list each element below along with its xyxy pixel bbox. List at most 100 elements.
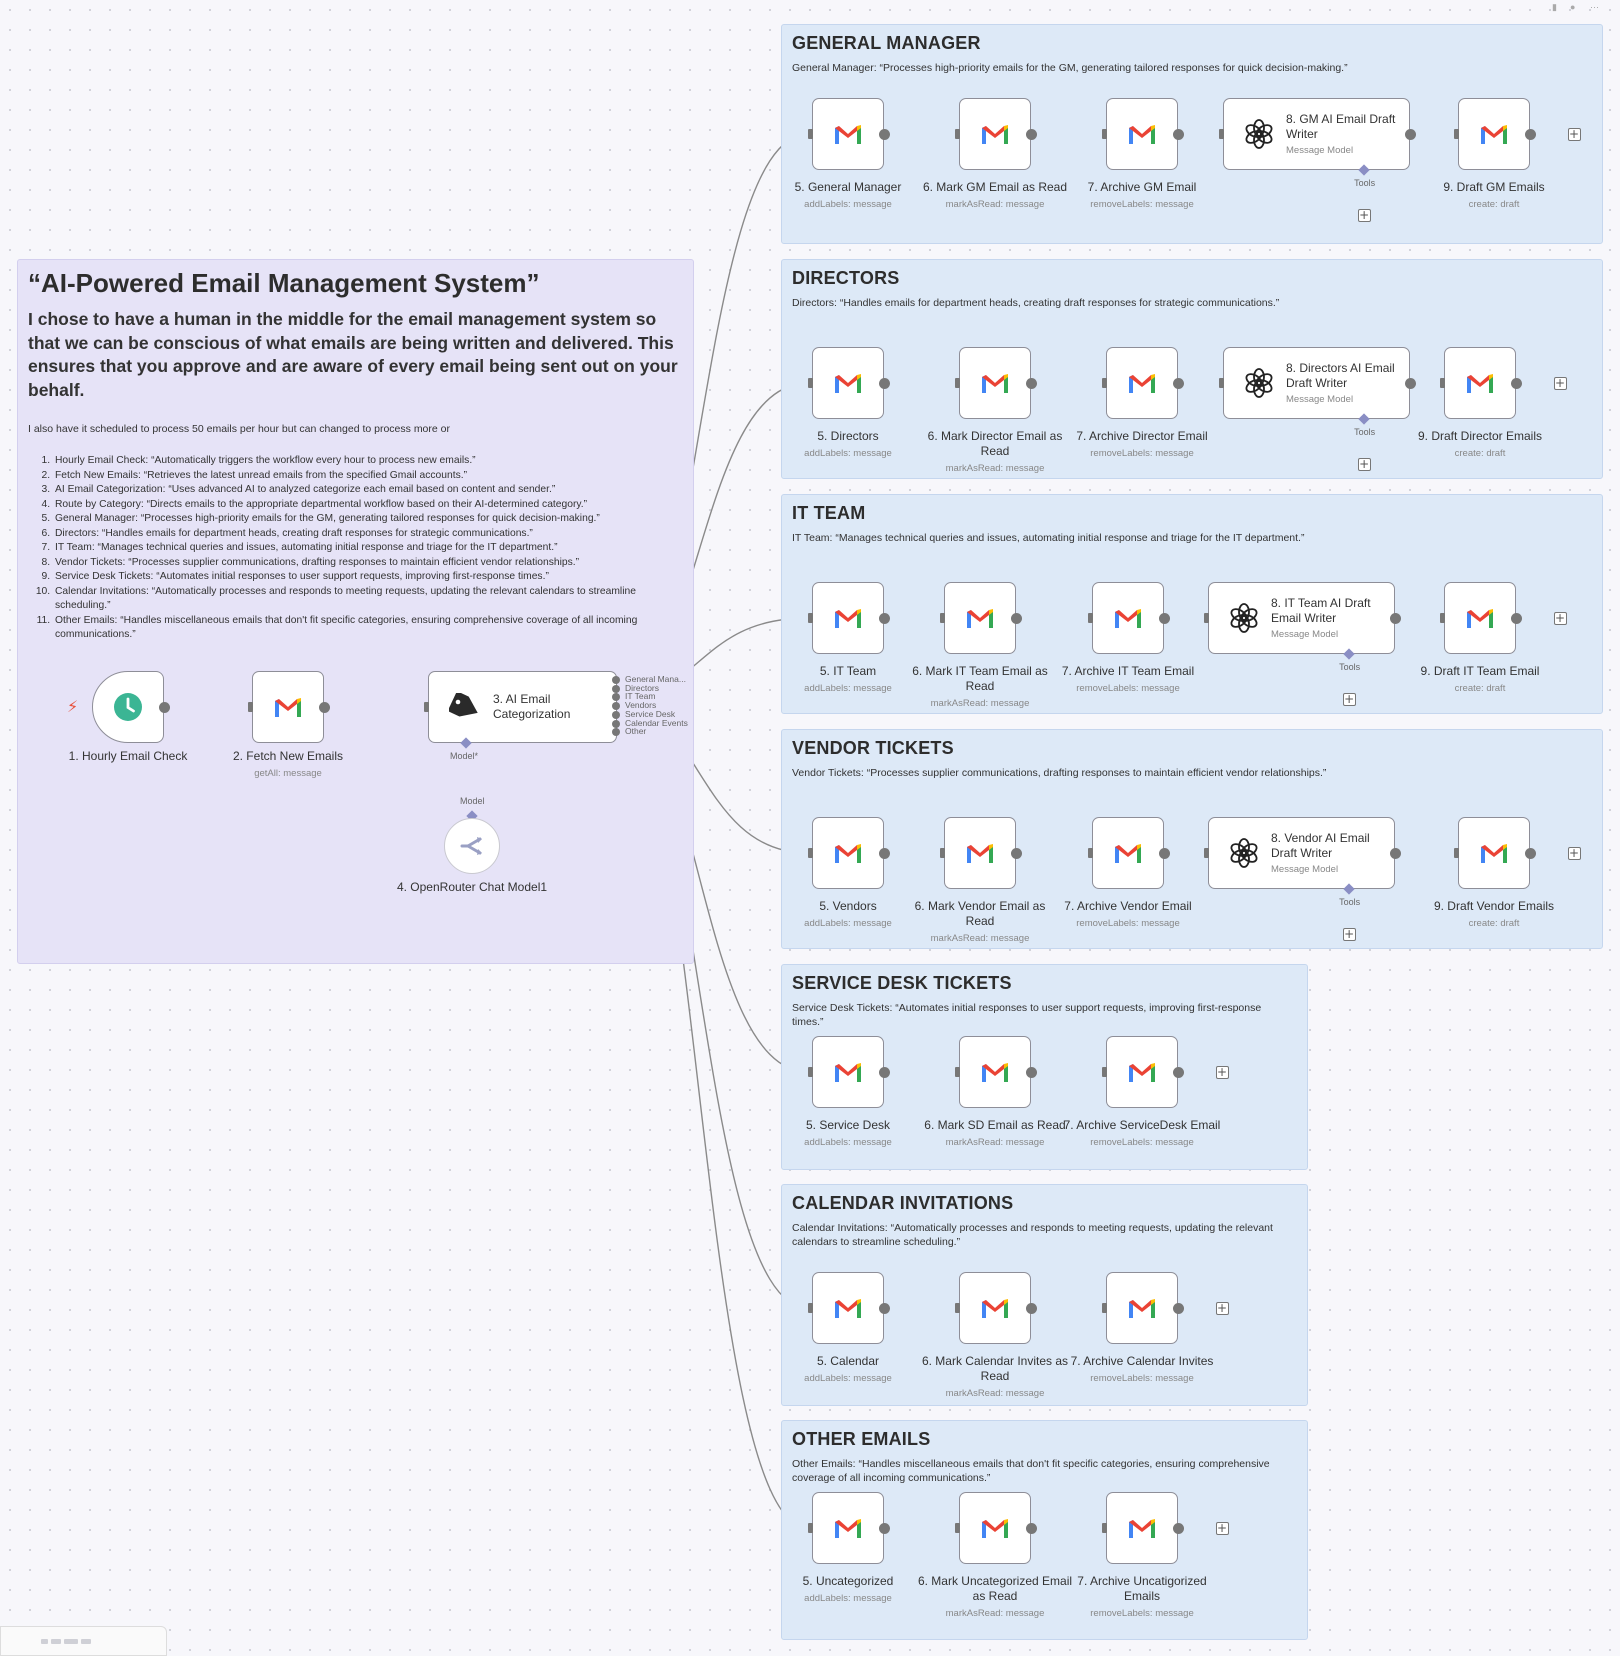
gmail-node[interactable] [944, 582, 1016, 654]
color-icon[interactable]: ● [1570, 2, 1576, 12]
input-port[interactable] [1102, 129, 1107, 139]
classifier-output-port[interactable] [612, 702, 620, 711]
gmail-node[interactable] [252, 671, 324, 743]
main-description-note[interactable]: “AI-Powered Email Management System” I c… [17, 259, 694, 964]
gmail-node[interactable] [944, 817, 1016, 889]
gmail-node[interactable] [1106, 347, 1178, 419]
add-node-button[interactable]: + [1567, 846, 1581, 860]
input-port[interactable] [955, 378, 960, 388]
input-port[interactable] [1204, 848, 1209, 858]
input-port[interactable] [1219, 378, 1224, 388]
add-node-button[interactable]: + [1567, 127, 1581, 141]
input-port[interactable] [808, 378, 813, 388]
input-port[interactable] [955, 1303, 960, 1313]
text-classifier-node[interactable]: 3. AI Email Categorization [428, 671, 617, 743]
openrouter-model-node[interactable] [444, 818, 500, 874]
more-icon[interactable]: ⋯ [1590, 2, 1599, 12]
input-port[interactable] [1204, 613, 1209, 623]
gmail-node[interactable] [1092, 582, 1164, 654]
input-port[interactable] [808, 1523, 813, 1533]
input-port[interactable] [1102, 1067, 1107, 1077]
minimap[interactable] [0, 1626, 167, 1656]
output-port[interactable] [1010, 612, 1022, 624]
input-port[interactable] [1454, 848, 1459, 858]
output-port[interactable] [318, 701, 330, 713]
output-port[interactable] [1158, 847, 1170, 859]
input-port[interactable] [1219, 129, 1224, 139]
output-port[interactable] [158, 701, 170, 713]
input-port[interactable] [940, 613, 945, 623]
classifier-output-port[interactable] [612, 728, 620, 737]
gmail-node[interactable] [1106, 1272, 1178, 1344]
gmail-node[interactable] [959, 98, 1031, 170]
gmail-node[interactable] [812, 98, 884, 170]
gmail-node[interactable] [1106, 1036, 1178, 1108]
classifier-output-port[interactable] [612, 693, 620, 702]
gmail-node[interactable] [1106, 1492, 1178, 1564]
gmail-node[interactable] [959, 1492, 1031, 1564]
output-port[interactable] [878, 377, 890, 389]
output-port[interactable] [878, 1302, 890, 1314]
input-port[interactable] [955, 1523, 960, 1533]
output-port[interactable] [1025, 1522, 1037, 1534]
schedule-trigger-node[interactable] [92, 671, 164, 743]
input-port[interactable] [808, 129, 813, 139]
input-port[interactable] [1454, 129, 1459, 139]
add-node-button[interactable]: + [1342, 692, 1356, 706]
output-port[interactable] [1389, 847, 1401, 859]
classifier-output-port[interactable] [612, 719, 620, 728]
classifier-output-port[interactable] [612, 676, 620, 684]
output-port[interactable] [1404, 377, 1416, 389]
output-port[interactable] [1172, 128, 1184, 140]
input-port[interactable] [248, 702, 253, 712]
output-port[interactable] [1510, 377, 1522, 389]
trash-icon[interactable]: ▮ [1552, 2, 1557, 12]
output-port[interactable] [1389, 612, 1401, 624]
add-node-button[interactable]: + [1215, 1301, 1229, 1315]
add-node-button[interactable]: + [1342, 927, 1356, 941]
output-port[interactable] [878, 1522, 890, 1534]
gmail-node[interactable] [812, 1036, 884, 1108]
output-port[interactable] [1025, 377, 1037, 389]
gmail-node[interactable] [812, 347, 884, 419]
output-port[interactable] [878, 847, 890, 859]
gmail-node[interactable] [1458, 817, 1530, 889]
output-port[interactable] [1025, 1302, 1037, 1314]
add-node-button[interactable]: + [1553, 611, 1567, 625]
output-port[interactable] [878, 612, 890, 624]
input-port[interactable] [1440, 613, 1445, 623]
gmail-node[interactable] [1444, 347, 1516, 419]
output-port[interactable] [1524, 847, 1536, 859]
gmail-node[interactable] [959, 1272, 1031, 1344]
output-port[interactable] [1510, 612, 1522, 624]
input-port[interactable] [1088, 848, 1093, 858]
input-port[interactable] [1102, 378, 1107, 388]
output-port[interactable] [1172, 1302, 1184, 1314]
output-port[interactable] [1025, 128, 1037, 140]
input-port[interactable] [1088, 613, 1093, 623]
output-port[interactable] [1524, 128, 1536, 140]
input-port[interactable] [808, 1303, 813, 1313]
output-port[interactable] [1010, 847, 1022, 859]
output-port[interactable] [1158, 612, 1170, 624]
input-port[interactable] [808, 1067, 813, 1077]
output-port[interactable] [1404, 128, 1416, 140]
input-port[interactable] [808, 848, 813, 858]
gmail-node[interactable] [1458, 98, 1530, 170]
gmail-node[interactable] [812, 1272, 884, 1344]
output-port[interactable] [1172, 1066, 1184, 1078]
gmail-node[interactable] [959, 347, 1031, 419]
gmail-node[interactable] [812, 1492, 884, 1564]
input-port[interactable] [1440, 378, 1445, 388]
add-node-button[interactable]: + [1553, 376, 1567, 390]
gmail-node[interactable] [1444, 582, 1516, 654]
gmail-node[interactable] [1106, 98, 1178, 170]
output-port[interactable] [878, 1066, 890, 1078]
input-port[interactable] [955, 1067, 960, 1077]
add-node-button[interactable]: + [1357, 208, 1371, 222]
